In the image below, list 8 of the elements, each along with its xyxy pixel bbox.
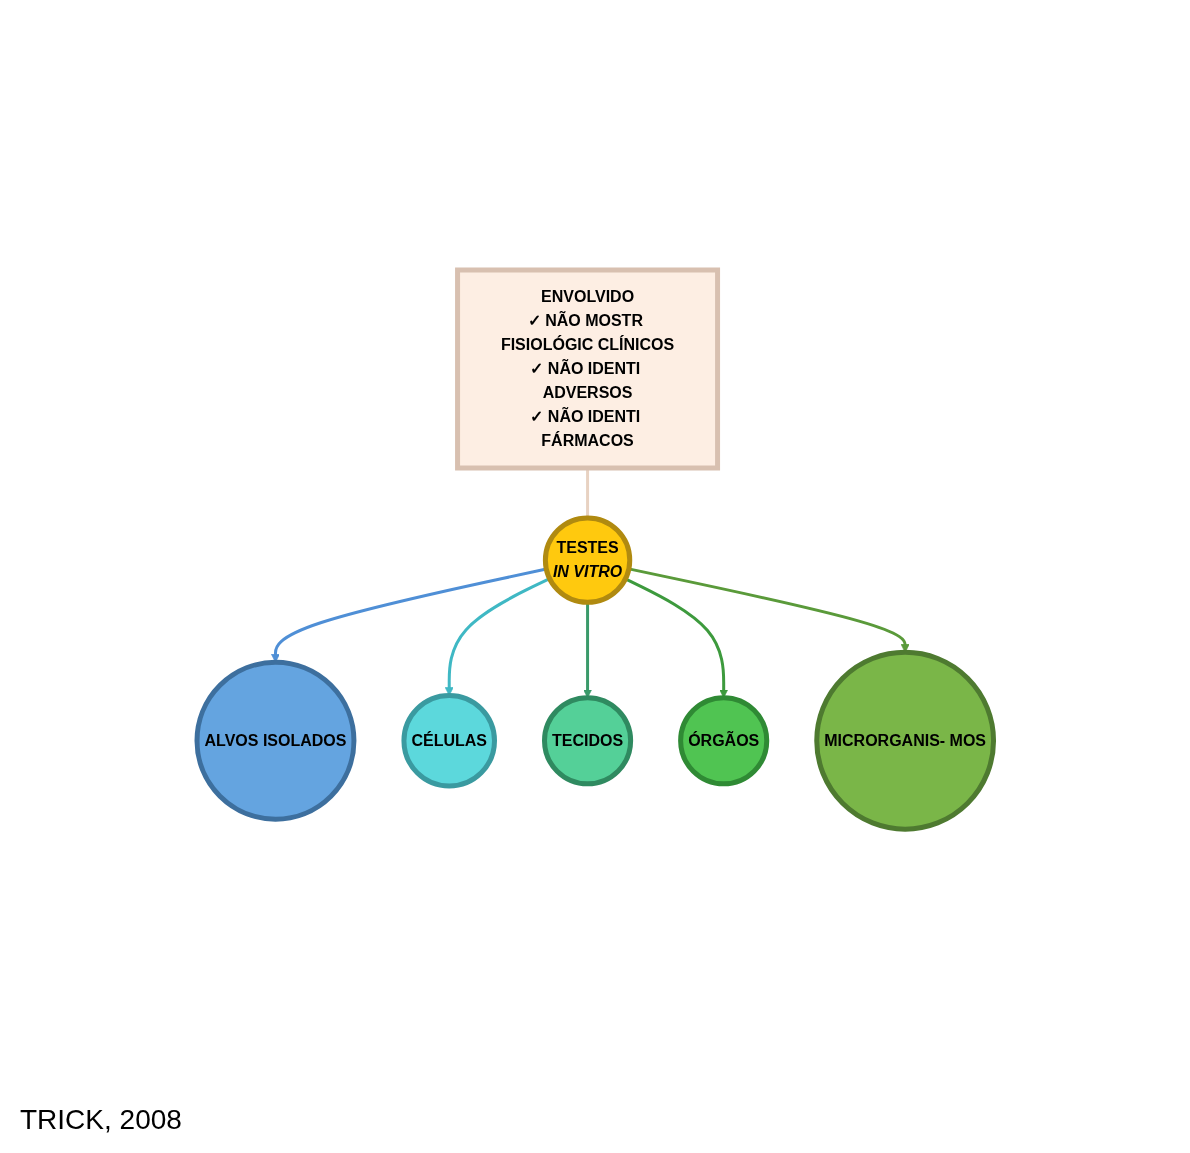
node-circle: CÉLULAS — [401, 693, 497, 789]
source-citation: TRICK, 2008 — [20, 1104, 183, 1136]
node-circle: MICRORGANIS- MOS — [814, 650, 996, 833]
node-circle: ALVOS ISOLADOS — [194, 660, 357, 823]
node-circle: ÓRGÃOS — [677, 695, 769, 787]
node-box: ENVOLVIDO ✓ NÃO MOSTR FISIOLÓGIC CLÍNICOS ✓ NÃO IDENTI ADVERSOS ✓ NÃO IDENTI FÁRMACOS — [454, 267, 720, 471]
node-circle: TECIDOS — [541, 695, 633, 787]
node-circle: TESTES IN VITRO — [542, 515, 632, 606]
